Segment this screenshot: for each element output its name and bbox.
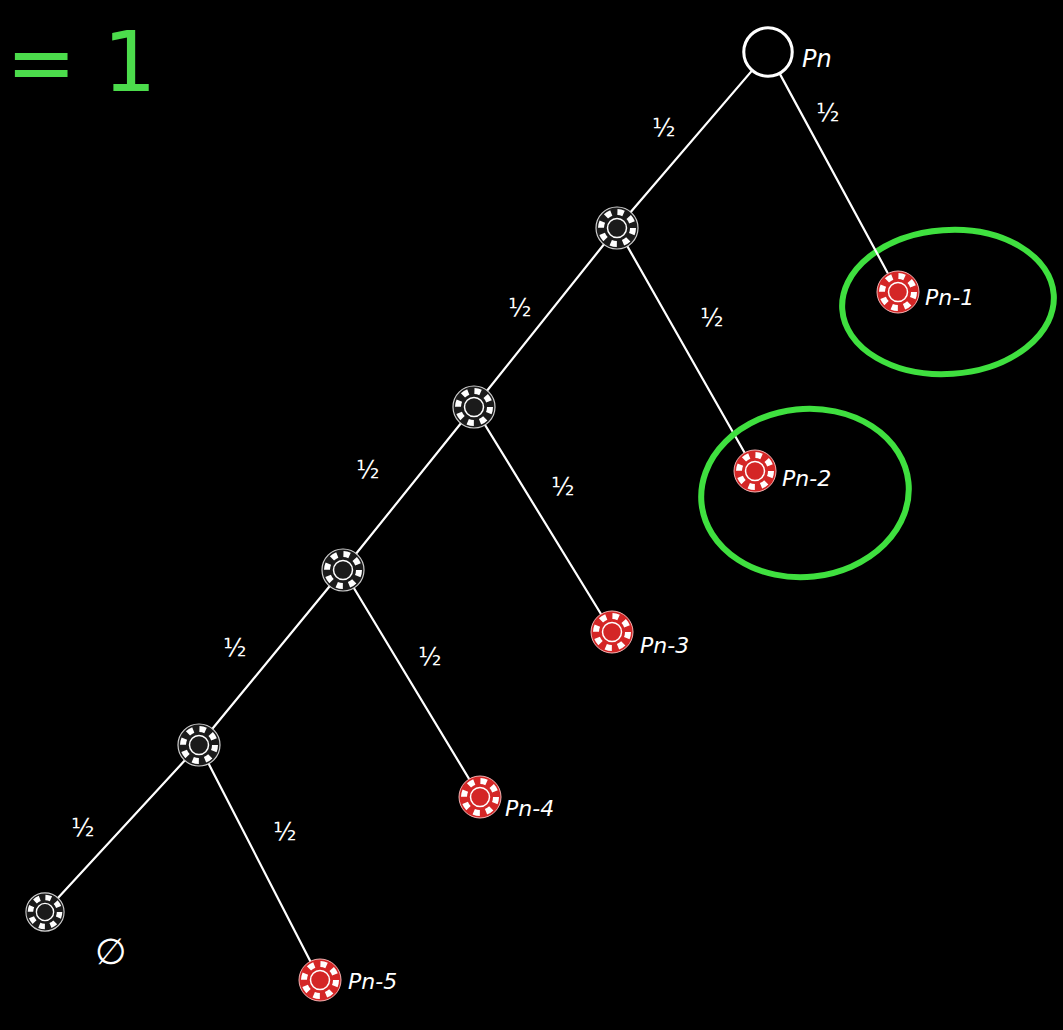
chip-node: ∅ [25,892,65,932]
branch-probability: ½ [273,820,296,844]
chip-node: Pn-3 [590,610,634,654]
probability-label: Pn [802,46,832,72]
red-chip [459,776,501,818]
branch-line [343,570,480,797]
chip-shape [25,892,65,932]
branch-line [474,228,617,407]
black-chip [453,386,495,428]
chip-shape [298,958,342,1002]
chip-node: Pn-5 [298,958,342,1002]
branch-probability: ½ [508,296,531,320]
red-chip [734,450,776,492]
probability-label: ∅ [95,932,126,972]
chip-node: Pn-4 [458,775,502,819]
branch-probability: ½ [223,636,246,660]
chip-shape [742,26,794,78]
probability-label: Pn-4 [505,797,554,821]
chip-node: Pn-1 [876,270,920,314]
black-chip [26,893,64,931]
branch-line [343,407,474,570]
branch-probability: ½ [700,306,723,330]
chip-shape [876,270,920,314]
red-chip [877,271,919,313]
branch-probability: ½ [814,100,841,126]
branch-probability: ½ [551,475,574,499]
chip-node: Pn [742,26,794,78]
branch-lines [45,52,768,980]
root-circle [744,28,792,76]
black-chip [322,549,364,591]
highlight-ellipse [693,399,917,588]
branch-probability: ½ [71,816,94,840]
chip-node: Pn-2 [733,449,777,493]
branch-line [199,570,343,745]
black-chip [178,724,220,766]
branch-probability: ½ [356,458,379,482]
probability-label: Pn-5 [348,970,397,994]
branch-line [474,407,612,632]
probability-label: Pn-2 [782,467,831,491]
highlight-rings [693,223,1059,588]
red-chip [591,611,633,653]
chip-shape [458,775,502,819]
red-chip [299,959,341,1001]
intermediate-chips [178,207,638,766]
equation-note: = 1 [6,20,157,104]
black-chip [596,207,638,249]
probability-label: Pn-1 [925,286,974,310]
branch-line [199,745,320,980]
branch-connector [780,75,887,273]
highlight-ellipse [837,223,1059,381]
branch-line [617,52,768,228]
branch-probability: ½ [652,116,675,140]
chip-shape [590,610,634,654]
chip-shape [733,449,777,493]
probability-label: Pn-3 [640,634,689,658]
branch-probability: ½ [418,645,441,669]
branch-line [45,745,199,912]
